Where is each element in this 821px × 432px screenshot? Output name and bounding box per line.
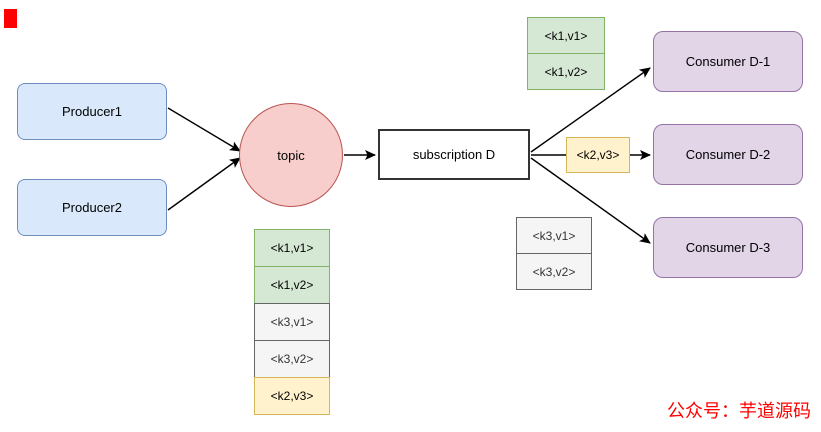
message-label: <k1,v1>	[270, 241, 314, 255]
producer1-node: Producer1	[17, 83, 167, 140]
consumer-d2-label: Consumer D-2	[685, 147, 771, 162]
message-group-k1: <k1,v1> <k1,v2>	[527, 17, 605, 90]
producer2-node: Producer2	[17, 179, 167, 236]
consumer-d1-label: Consumer D-1	[685, 54, 771, 69]
message-cell: <k2,v3>	[566, 137, 630, 173]
message-cell: <k3,v1>	[516, 217, 592, 254]
subscription-node: subscription D	[378, 129, 530, 180]
arrow-producer1-to-topic	[167, 107, 241, 152]
message-group-k2: <k2,v3>	[566, 137, 630, 173]
message-label: <k3,v1>	[270, 315, 314, 329]
message-cell: <k3,v2>	[516, 253, 592, 290]
watermark-text: 公众号：芋道源码	[667, 401, 811, 422]
message-label: <k1,v2>	[270, 278, 314, 292]
message-cell: <k2,v3>	[254, 377, 330, 415]
message-cell: <k3,v1>	[254, 303, 330, 341]
message-cell: <k1,v1>	[254, 229, 330, 267]
topic-label: topic	[277, 147, 305, 163]
message-label: <k3,v2>	[270, 352, 314, 366]
message-label: <k3,v2>	[532, 264, 576, 279]
message-label: <k1,v1>	[544, 28, 588, 43]
producer1-label: Producer1	[62, 104, 122, 119]
message-cell: <k1,v2>	[254, 266, 330, 304]
consumer-d3-label: Consumer D-3	[685, 240, 771, 255]
topic-node: topic	[239, 103, 343, 207]
message-label: <k1,v2>	[544, 64, 588, 79]
subscription-label: subscription D	[412, 147, 496, 162]
message-cell: <k1,v1>	[527, 17, 605, 54]
message-label: <k2,v3>	[576, 148, 620, 162]
message-label: <k2,v3>	[270, 389, 314, 403]
message-group-k3: <k3,v1> <k3,v2>	[516, 217, 592, 290]
arrow-producer2-to-topic	[167, 157, 241, 211]
consumer-d1-node: Consumer D-1	[653, 31, 803, 92]
message-cell: <k3,v2>	[254, 340, 330, 378]
message-label: <k3,v1>	[532, 228, 576, 243]
producer2-label: Producer2	[62, 200, 122, 215]
corner-red-mark	[4, 9, 17, 28]
consumer-d2-node: Consumer D-2	[653, 124, 803, 185]
topic-message-queue: <k1,v1> <k1,v2> <k3,v1> <k3,v2> <k2,v3>	[254, 229, 330, 415]
consumer-d3-node: Consumer D-3	[653, 217, 803, 278]
message-cell: <k1,v2>	[527, 53, 605, 90]
